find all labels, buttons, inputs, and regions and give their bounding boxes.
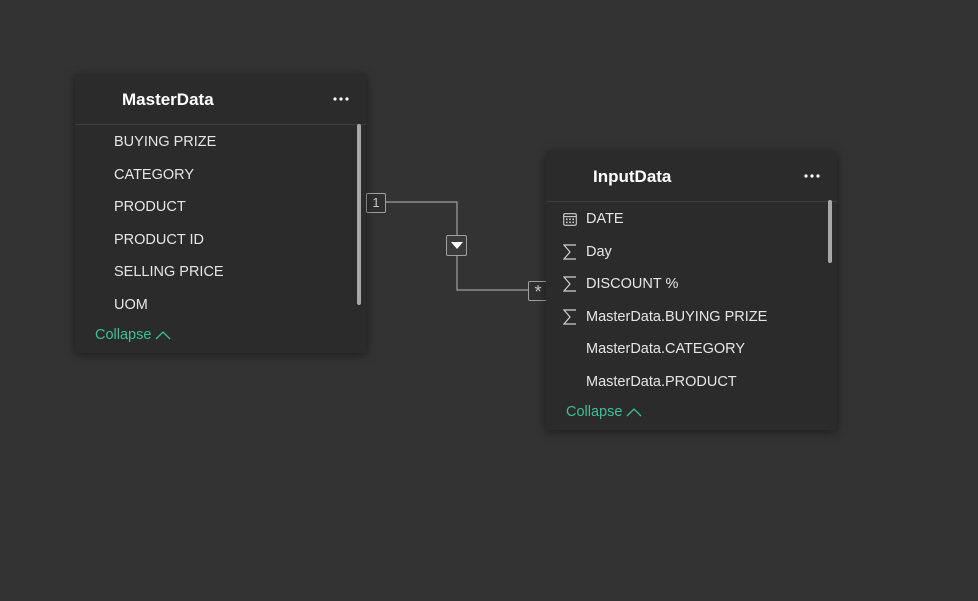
more-options-button[interactable] — [801, 165, 823, 187]
field-label: CATEGORY — [114, 166, 195, 183]
ellipsis-icon — [333, 97, 349, 101]
table-header[interactable]: MasterData — [75, 74, 366, 125]
chevron-up-icon — [626, 407, 642, 417]
field-label: MasterData.PRODUCT — [586, 373, 737, 390]
field-item[interactable]: UOM — [75, 289, 366, 322]
table-card-inputdata[interactable]: InputData DATE — [546, 151, 837, 430]
collapse-label: Collapse — [566, 404, 623, 420]
chevron-up-icon — [155, 330, 171, 340]
field-label: PRODUCT — [114, 199, 186, 215]
more-options-button[interactable] — [330, 88, 352, 110]
field-label: SELLING PRICE — [114, 264, 224, 280]
field-item[interactable]: DATE — [546, 203, 837, 236]
field-label: UOM — [114, 296, 148, 313]
table-title: InputData — [593, 167, 672, 186]
filter-direction-button[interactable] — [446, 235, 467, 256]
field-label: DATE — [586, 211, 624, 227]
collapse-label: Collapse — [95, 327, 152, 343]
table-title: MasterData — [122, 90, 214, 109]
field-item[interactable]: PRODUCT ID — [75, 224, 366, 257]
cardinality-many-marker: * — [528, 281, 548, 302]
collapse-button[interactable]: Collapse — [95, 327, 171, 343]
field-item[interactable]: DISCOUNT % — [546, 268, 837, 301]
field-item[interactable]: SELLING PRICE — [75, 256, 366, 289]
field-item[interactable]: Day — [546, 236, 837, 269]
field-list: DATE Day DISCOUNT % MasterData.BUYING PR… — [546, 203, 837, 398]
table-header[interactable]: InputData — [546, 151, 837, 202]
field-item[interactable]: CATEGORY — [75, 159, 366, 192]
field-item[interactable]: PRODUCT — [75, 191, 366, 224]
sigma-icon — [562, 276, 578, 292]
field-item[interactable]: BUYING PRIZE — [75, 126, 366, 159]
field-label: MasterData.CATEGORY — [586, 341, 746, 357]
sigma-icon — [562, 243, 578, 260]
scrollbar[interactable] — [357, 124, 361, 305]
collapse-button[interactable]: Collapse — [566, 404, 642, 420]
sigma-icon — [562, 308, 578, 325]
calendar-icon — [562, 211, 578, 227]
field-label: MasterData.BUYING PRIZE — [586, 308, 768, 325]
triangle-down-icon — [450, 237, 463, 255]
field-label: PRODUCT ID — [114, 231, 204, 248]
field-label: Day — [586, 243, 612, 260]
table-card-masterdata[interactable]: MasterData BUYING PRIZE CATEGORY PRODUCT… — [75, 74, 366, 353]
field-item[interactable]: MasterData.PRODUCT — [546, 366, 837, 399]
cardinality-one-marker: 1 — [366, 193, 386, 213]
field-item[interactable]: MasterData.CATEGORY — [546, 333, 837, 366]
field-label: BUYING PRIZE — [114, 134, 217, 150]
field-item[interactable]: MasterData.BUYING PRIZE — [546, 301, 837, 334]
field-label: DISCOUNT % — [586, 276, 679, 292]
ellipsis-icon — [804, 174, 820, 178]
scrollbar[interactable] — [828, 200, 832, 263]
field-list: BUYING PRIZE CATEGORY PRODUCT PRODUCT ID… — [75, 126, 366, 321]
